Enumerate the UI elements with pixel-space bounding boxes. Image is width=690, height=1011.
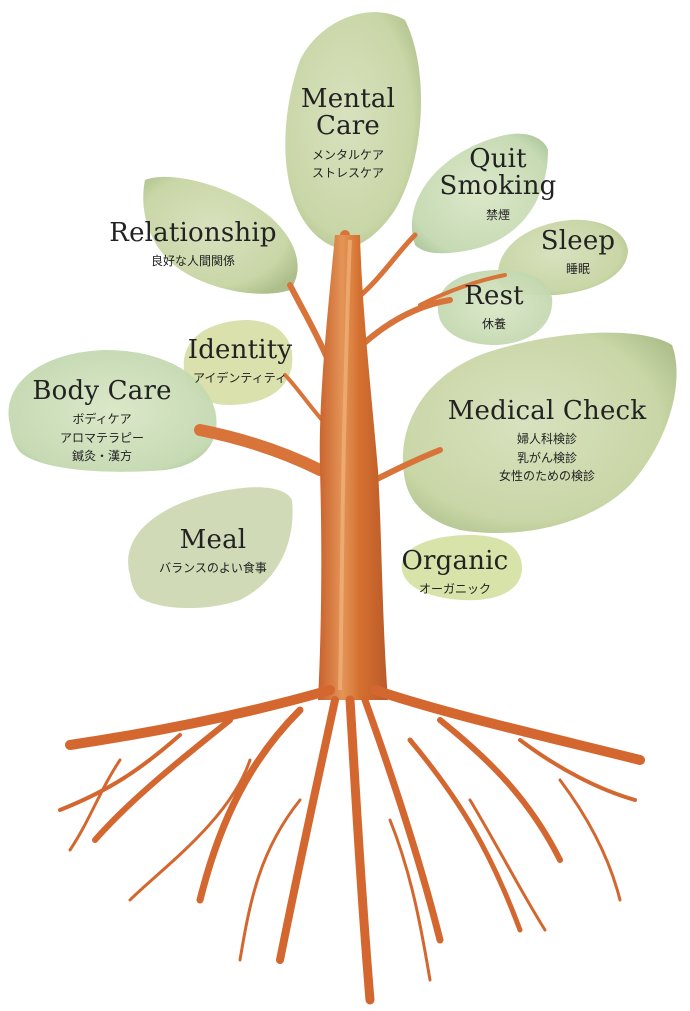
root-center-left	[280, 700, 335, 960]
body-care-subtitle-3: 鍼灸・漢方	[28, 447, 176, 466]
body-care-subtitle-2: アロマテラピー	[28, 429, 176, 448]
relationship-title: Relationship	[108, 220, 278, 247]
label-relationship: Relationship 良好な人間関係	[108, 220, 278, 271]
label-medical-check: Medical Check 婦人科検診 乳がん検診 女性のための検診	[442, 398, 652, 486]
medical-check-subtitle-1: 婦人科検診	[442, 430, 652, 449]
meal-title: Meal	[146, 527, 280, 554]
tree-trunk	[318, 235, 388, 700]
body-care-title: Body Care	[28, 378, 176, 405]
relationship-subtitle: 良好な人間関係	[108, 252, 278, 271]
root-center	[350, 700, 370, 1000]
label-sleep: Sleep 睡眠	[528, 228, 628, 279]
branch-rest	[362, 300, 450, 345]
branch-quit-smoking	[355, 235, 415, 300]
root-center-fine-1	[240, 800, 300, 960]
sleep-title: Sleep	[528, 228, 628, 255]
mental-care-title: Mental Care	[268, 86, 428, 141]
roots	[60, 690, 640, 1000]
quit-smoking-title-1: Quit	[438, 146, 558, 173]
label-quit-smoking: Quit Smoking 禁煙	[438, 146, 558, 224]
medical-check-subtitle-3: 女性のための検診	[442, 467, 652, 486]
mental-care-subtitle-1: メンタルケア	[268, 146, 428, 165]
root-left-drop	[200, 710, 300, 900]
label-mental-care: Mental Care メンタルケア ストレスケア	[268, 86, 428, 183]
label-identity: Identity アイデンティティ	[180, 337, 300, 388]
organic-subtitle: オーガニック	[400, 580, 510, 599]
sleep-subtitle: 睡眠	[528, 260, 628, 279]
medical-check-subtitle-2: 乳がん検診	[442, 449, 652, 468]
label-body-care: Body Care ボディケア アロマテラピー 鍼灸・漢方	[28, 378, 176, 466]
mental-care-subtitle-2: ストレスケア	[268, 164, 428, 183]
label-rest: Rest 休養	[448, 283, 540, 334]
quit-smoking-title-2: Smoking	[438, 173, 558, 200]
identity-subtitle: アイデンティティ	[180, 369, 300, 388]
rest-subtitle: 休養	[448, 315, 540, 334]
identity-title: Identity	[180, 337, 300, 364]
root-center-right	[365, 700, 440, 940]
rest-title: Rest	[448, 283, 540, 310]
body-care-subtitle-1: ボディケア	[28, 410, 176, 429]
label-meal: Meal バランスのよい食事	[146, 527, 280, 578]
meal-subtitle: バランスのよい食事	[146, 559, 280, 578]
label-organic: Organic オーガニック	[400, 548, 510, 599]
organic-title: Organic	[400, 548, 510, 575]
root-right-fine-2	[560, 780, 620, 900]
root-left-fine-2	[130, 760, 250, 900]
medical-check-title: Medical Check	[442, 398, 652, 425]
branch-body-care	[200, 430, 320, 470]
quit-smoking-subtitle: 禁煙	[438, 206, 558, 225]
